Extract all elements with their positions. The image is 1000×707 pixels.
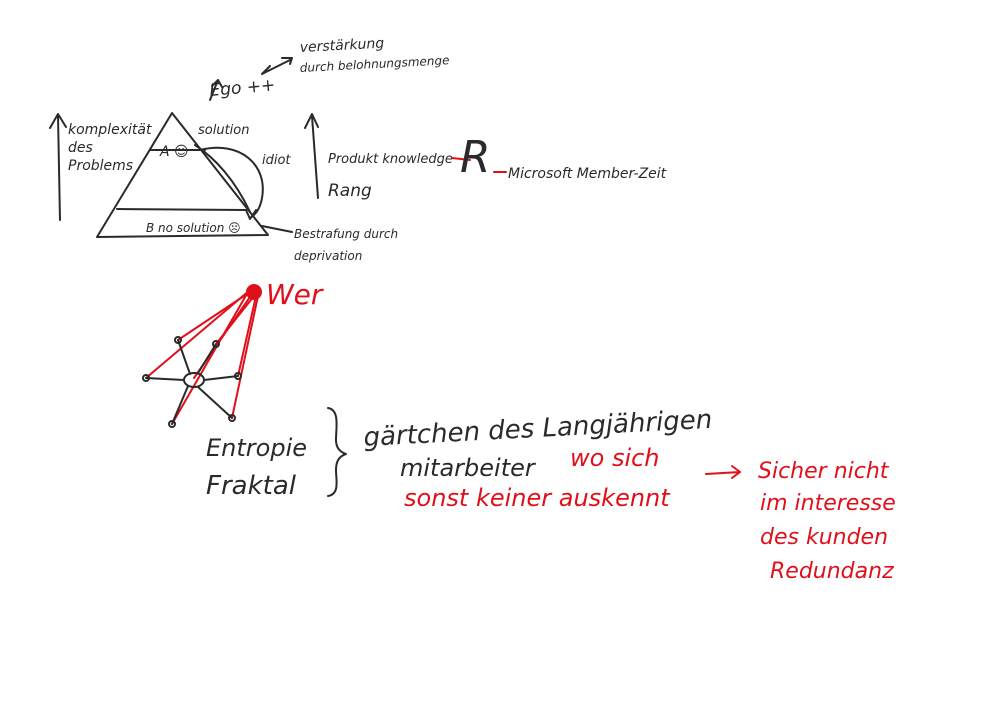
idiot-label: idiot: [262, 153, 291, 168]
idiot-curve-arrow: [199, 146, 264, 220]
mitarbeiter-label: mitarbeiter: [400, 454, 537, 482]
wo-sich-label: wo sich: [570, 444, 660, 472]
big-r-letter: R: [460, 132, 491, 183]
network-node-5: [228, 414, 236, 422]
im-interesse-label: im interesse: [760, 491, 896, 516]
bestrafung-connector: [261, 225, 293, 233]
verstaerkung-label-1: verstärkung: [299, 36, 384, 56]
wer-line-5: [237, 295, 257, 377]
verstaerkung-arrow: [261, 57, 293, 75]
solution-label: solution: [198, 123, 249, 138]
microsoft-label: Microsoft Member-Zeit: [508, 166, 667, 182]
curly-brace: [327, 407, 347, 497]
network-node-6: [168, 420, 176, 428]
redundanz-label: Redundanz: [770, 559, 894, 584]
rang-label: Rang: [328, 181, 372, 201]
sicher-nicht-label: Sicher nicht: [758, 459, 890, 484]
pyramid-b-line: [116, 208, 247, 211]
wer-line-7: [171, 291, 249, 425]
b-level-label: B no solution ☹: [146, 221, 241, 235]
entropie-label: Entropie: [206, 434, 307, 462]
network-spokes: [145, 339, 239, 425]
network-node-2: [174, 336, 182, 344]
komplexitaet-label-3: Problems: [68, 158, 133, 174]
ego-label: Ego ++: [209, 75, 276, 101]
wer-line-2: [177, 291, 251, 341]
complexity-arrow: [49, 113, 67, 221]
pyramid-outline: [96, 112, 269, 238]
network-node-4: [234, 372, 242, 380]
des-kunden-label: des kunden: [760, 525, 888, 550]
rang-arrow: [304, 113, 319, 199]
ego-arrow: [209, 79, 223, 101]
produkt-red-connector: [451, 157, 471, 161]
sonst-keiner-label: sonst keiner auskennt: [404, 484, 671, 512]
network-node-1: [142, 374, 150, 382]
result-arrow: [705, 465, 741, 479]
fraktal-label: Fraktal: [206, 471, 297, 501]
komplexitaet-label-2: des: [68, 140, 93, 156]
komplexitaet-label-1: komplexität: [68, 122, 152, 138]
gaertchen-label: gärtchen des Langjährigen: [363, 405, 713, 453]
wer-line-6: [231, 295, 259, 419]
network-node-3: [212, 340, 220, 348]
verstaerkung-label-2: durch belohnungsmenge: [299, 53, 449, 75]
bestrafung-label-1: Bestrafung durch: [294, 227, 398, 241]
pyramid-divider-curve: [194, 144, 251, 213]
wer-label: Wer: [266, 278, 324, 311]
bestrafung-label-2: deprivation: [294, 249, 362, 263]
a-level-label: A ☺: [159, 144, 189, 160]
produkt-label: Produkt knowledge: [328, 152, 453, 167]
